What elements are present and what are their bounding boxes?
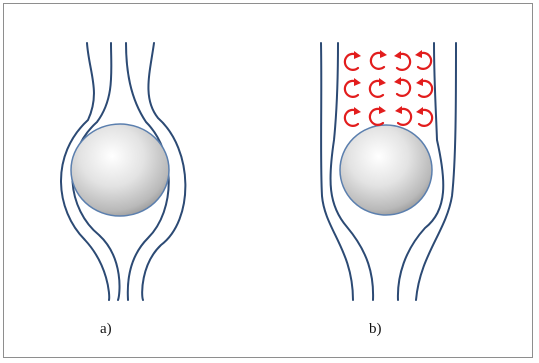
- vortex-r3-c1: [345, 107, 361, 126]
- panel-a-label: a): [100, 321, 112, 337]
- vortex-r1-c2: [371, 50, 387, 69]
- panel-a: a): [61, 43, 185, 337]
- vortex-r2-c2: [370, 78, 386, 97]
- panel-b: b): [321, 43, 456, 337]
- panel-b-label: b): [369, 321, 382, 337]
- vortex-r2-c4: [416, 78, 432, 97]
- vortex-r2-c1: [345, 78, 361, 97]
- vortex-field: [345, 50, 432, 126]
- vortex-r2-c3: [394, 77, 410, 96]
- vortex-r3-c3: [395, 106, 411, 125]
- vortex-r1-c3: [394, 51, 410, 70]
- sphere-a: [71, 124, 169, 216]
- vortex-r1-c4: [415, 50, 431, 69]
- vortex-r3-c4: [416, 107, 432, 126]
- vortex-r1-c1: [345, 51, 361, 70]
- sphere-b: [340, 125, 432, 215]
- vortex-r3-c2: [370, 106, 386, 125]
